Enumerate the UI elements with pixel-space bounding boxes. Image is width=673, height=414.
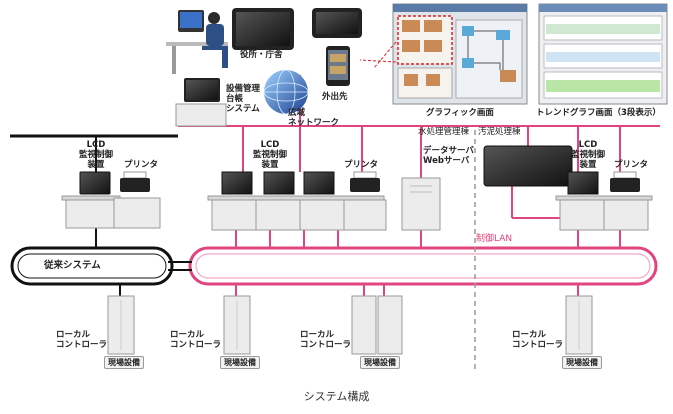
asset-system-label: 設備管理 台帳 システム xyxy=(226,84,261,114)
water-building-label: 水処理管理棟 xyxy=(418,127,470,137)
lcd-center-label: LCD 監視制御 装置 xyxy=(252,140,287,170)
graphic-screen-image xyxy=(359,3,528,105)
local-controller-1 xyxy=(107,295,135,355)
field-equipment-2-badge: 現場設備 xyxy=(220,356,260,369)
mobile-label: 外出先 xyxy=(322,92,348,102)
diagram-caption: システム構成 xyxy=(303,390,370,403)
mobile-phone-icon xyxy=(326,46,350,86)
control-lan-label: 制御LAN xyxy=(476,234,513,244)
printer-icon-left xyxy=(113,171,161,229)
server-cabinet-icon xyxy=(401,177,441,231)
local-controller-2-label: ローカル コントローラ xyxy=(170,330,222,350)
field-equipment-3-badge: 現場設備 xyxy=(360,356,400,369)
person-at-desk-icon xyxy=(166,10,228,74)
trend-screen-title: トレンドグラフ画面（3段表示） xyxy=(536,108,661,118)
lcd-console-left xyxy=(61,171,121,229)
local-controller-2 xyxy=(223,295,251,355)
legacy-system-label: 従来システム xyxy=(44,260,101,271)
data-server-label: データサーバ Webサーバ xyxy=(423,146,474,166)
lcd-console-right xyxy=(555,171,653,231)
graphic-screen-title: グラフィック画面 xyxy=(426,108,494,118)
office-label: 役所・庁舎 xyxy=(240,50,283,60)
smartphone-icon xyxy=(312,8,362,38)
local-controller-1-label: ローカル コントローラ xyxy=(56,330,108,350)
lcd-console-center xyxy=(207,171,385,231)
printer-right-label: プリンタ xyxy=(614,160,649,170)
sludge-building-label: 汚泥処理棟 xyxy=(478,127,521,137)
field-equipment-1-badge: 現場設備 xyxy=(104,356,144,369)
field-equipment-4-badge: 現場設備 xyxy=(562,356,602,369)
local-controller-4 xyxy=(565,295,593,355)
printer-left-label: プリンタ xyxy=(124,160,159,170)
printer-center-label: プリンタ xyxy=(344,160,379,170)
local-controller-3-label: ローカル コントローラ xyxy=(300,330,352,350)
lcd-left-label: LCD 監視制御 装置 xyxy=(78,140,113,170)
tablet-icon xyxy=(232,8,294,50)
wan-label: 広域 ネットワーク xyxy=(288,108,340,128)
local-controller-4-label: ローカル コントローラ xyxy=(512,330,564,350)
printer-icon-right xyxy=(603,171,649,231)
large-display-right xyxy=(483,145,573,187)
printer-icon-center xyxy=(343,171,387,231)
trend-screen-image xyxy=(538,3,668,105)
lcd-right-label: LCD 監視制御 装置 xyxy=(570,140,605,170)
local-controller-3 xyxy=(351,295,403,355)
legacy-system-ring xyxy=(10,246,174,286)
globe-icon xyxy=(263,69,309,115)
control-lan-ring xyxy=(188,246,658,286)
asset-system-pc-icon xyxy=(175,78,227,127)
